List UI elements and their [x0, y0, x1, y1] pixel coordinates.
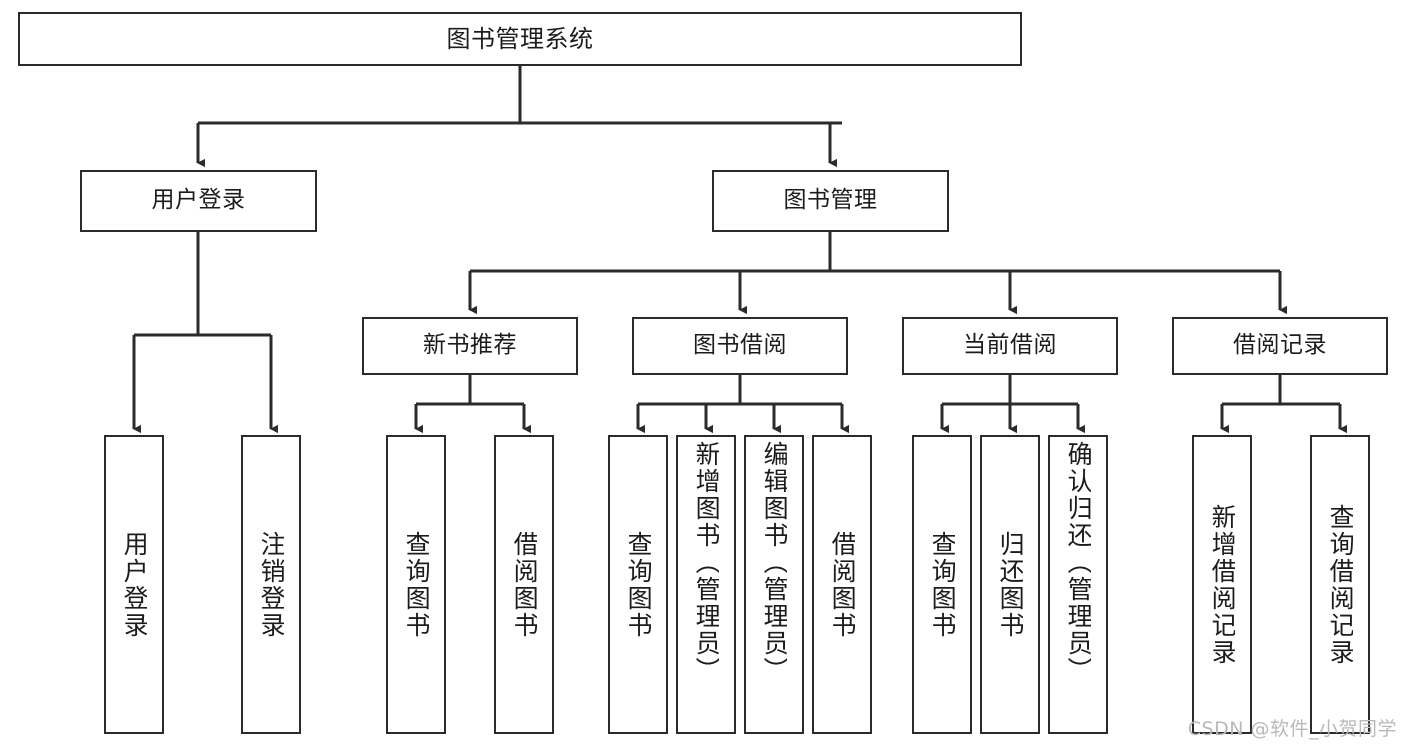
node-label: 当前借阅	[963, 332, 1057, 359]
node-label: 图书管理系统	[446, 24, 594, 53]
node-label: 新书推荐	[423, 332, 517, 359]
node-label: 借阅图书	[828, 530, 856, 639]
node-label: 确认归还（管理员）	[1064, 441, 1092, 684]
leaf-borrow-book-new[interactable]: 借阅图书	[494, 435, 554, 734]
node-label: 借阅图书	[510, 530, 538, 639]
node-label: 归还图书	[996, 530, 1024, 639]
node-label: 查询图书	[402, 530, 430, 639]
node-label: 用户登录	[120, 530, 148, 639]
node-current-borrow[interactable]: 当前借阅	[902, 317, 1118, 375]
node-label: 查询图书	[624, 530, 652, 639]
node-book-management[interactable]: 图书管理	[712, 170, 949, 232]
node-label: 用户登录	[151, 187, 246, 214]
leaf-user-login[interactable]: 用户登录	[104, 435, 164, 734]
leaf-confirm-return-admin[interactable]: 确认归还（管理员）	[1048, 435, 1108, 734]
leaf-add-book-admin[interactable]: 新增图书（管理员）	[676, 435, 736, 734]
watermark-text: CSDN @软件_小贺同学	[1187, 718, 1397, 740]
node-label: 编辑图书（管理员）	[760, 441, 788, 684]
leaf-query-borrow-record[interactable]: 查询借阅记录	[1310, 435, 1370, 734]
node-label: 新增借阅记录	[1208, 503, 1236, 666]
node-new-book-recommend[interactable]: 新书推荐	[362, 317, 578, 375]
node-label: 注销登录	[257, 530, 285, 639]
leaf-add-borrow-record[interactable]: 新增借阅记录	[1192, 435, 1252, 734]
leaf-query-book-borrow[interactable]: 查询图书	[608, 435, 668, 734]
leaf-query-book-current[interactable]: 查询图书	[912, 435, 972, 734]
leaf-query-book-new[interactable]: 查询图书	[386, 435, 446, 734]
node-borrow-record[interactable]: 借阅记录	[1172, 317, 1388, 375]
node-label: 查询图书	[928, 530, 956, 639]
leaf-edit-book-admin[interactable]: 编辑图书（管理员）	[744, 435, 804, 734]
node-label: 图书借阅	[693, 332, 787, 359]
node-label: 图书管理	[783, 187, 878, 214]
node-root-system[interactable]: 图书管理系统	[18, 12, 1022, 66]
node-label: 借阅记录	[1233, 332, 1327, 359]
node-book-borrow[interactable]: 图书借阅	[632, 317, 848, 375]
leaf-logout[interactable]: 注销登录	[241, 435, 301, 734]
node-label: 新增图书（管理员）	[692, 441, 720, 684]
leaf-return-book[interactable]: 归还图书	[980, 435, 1040, 734]
node-label: 查询借阅记录	[1326, 503, 1354, 666]
leaf-borrow-book[interactable]: 借阅图书	[812, 435, 872, 734]
node-user-login[interactable]: 用户登录	[80, 170, 317, 232]
